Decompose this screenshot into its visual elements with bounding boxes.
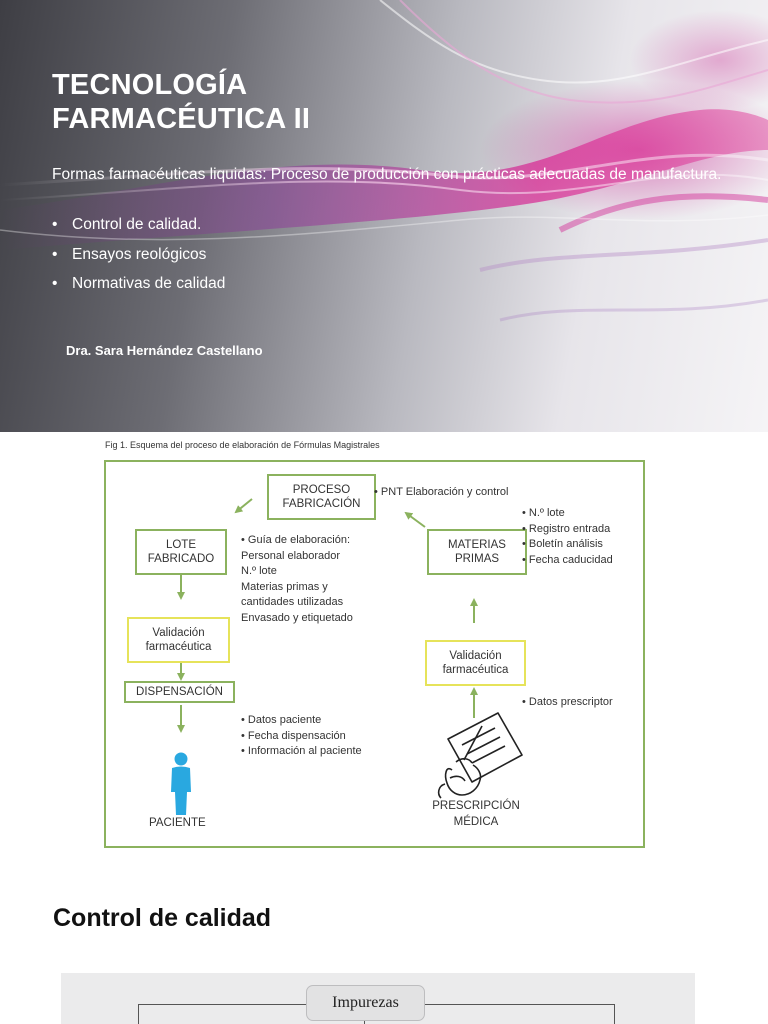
- validacion-farmaceutica-right-box: Validación farmacéutica: [425, 640, 526, 686]
- author-name: Dra. Sara Hernández Castellano: [66, 343, 263, 358]
- bullet-marker: •: [52, 214, 57, 235]
- guia-elaboracion-note: • Guía de elaboración: Personal elaborad…: [241, 533, 353, 626]
- title-slide: TECNOLOGÍA FARMACÉUTICA II Formas farmac…: [0, 0, 768, 432]
- diagram-connector: [138, 1004, 139, 1024]
- datos-prescriptor-note: • Datos prescriptor: [522, 695, 613, 711]
- lote-fabricado-box: LOTE FABRICADO: [135, 529, 227, 575]
- title-line-1: TECNOLOGÍA: [52, 68, 472, 102]
- process-figure: Fig 1. Esquema del proceso de elaboració…: [0, 432, 768, 872]
- topic-text: Ensayos reológicos: [72, 246, 206, 263]
- topic-item: • Ensayos reológicos: [52, 244, 225, 265]
- figure-caption: Fig 1. Esquema del proceso de elaboració…: [105, 440, 380, 450]
- materias-primas-note: • N.º lote • Registro entrada • Boletín …: [522, 506, 613, 568]
- diagram-connector: [614, 1004, 615, 1024]
- topic-item: • Normativas de calidad: [52, 273, 225, 294]
- topic-list: • Control de calidad. • Ensayos reológicos…: [52, 214, 225, 303]
- presentation-title: TECNOLOGÍA FARMACÉUTICA II: [52, 68, 472, 136]
- pnt-note: • PNT Elaboración y control: [374, 485, 509, 501]
- impurezas-diagram-panel: Impurezas: [61, 973, 695, 1024]
- bullet-marker: •: [52, 273, 57, 294]
- impurezas-node: Impurezas: [306, 985, 425, 1021]
- control-calidad-section: Control de calidad Impurezas: [0, 872, 768, 1024]
- validacion-farmaceutica-left-box: Validación farmacéutica: [127, 617, 230, 663]
- datos-paciente-note: • Datos paciente • Fecha dispensación • …: [241, 713, 362, 760]
- section-heading: Control de calidad: [53, 904, 271, 933]
- topic-item: • Control de calidad.: [52, 214, 225, 235]
- presentation-subtitle: Formas farmacéuticas liquidas: Proceso d…: [52, 164, 732, 185]
- bullet-marker: •: [52, 244, 57, 265]
- dispensacion-box: DISPENSACIÓN: [124, 681, 235, 703]
- topic-text: Control de calidad.: [72, 216, 201, 233]
- proceso-fabricacion-box: PROCESO FABRICACIÓN: [267, 474, 376, 520]
- paciente-label: PACIENTE: [149, 816, 206, 832]
- materias-primas-box: MATERIAS PRIMAS: [427, 529, 527, 575]
- title-line-2: FARMACÉUTICA II: [52, 102, 472, 136]
- topic-text: Normativas de calidad: [72, 275, 225, 292]
- prescripcion-medica-label: PRESCRIPCIÓN MÉDICA: [425, 799, 527, 830]
